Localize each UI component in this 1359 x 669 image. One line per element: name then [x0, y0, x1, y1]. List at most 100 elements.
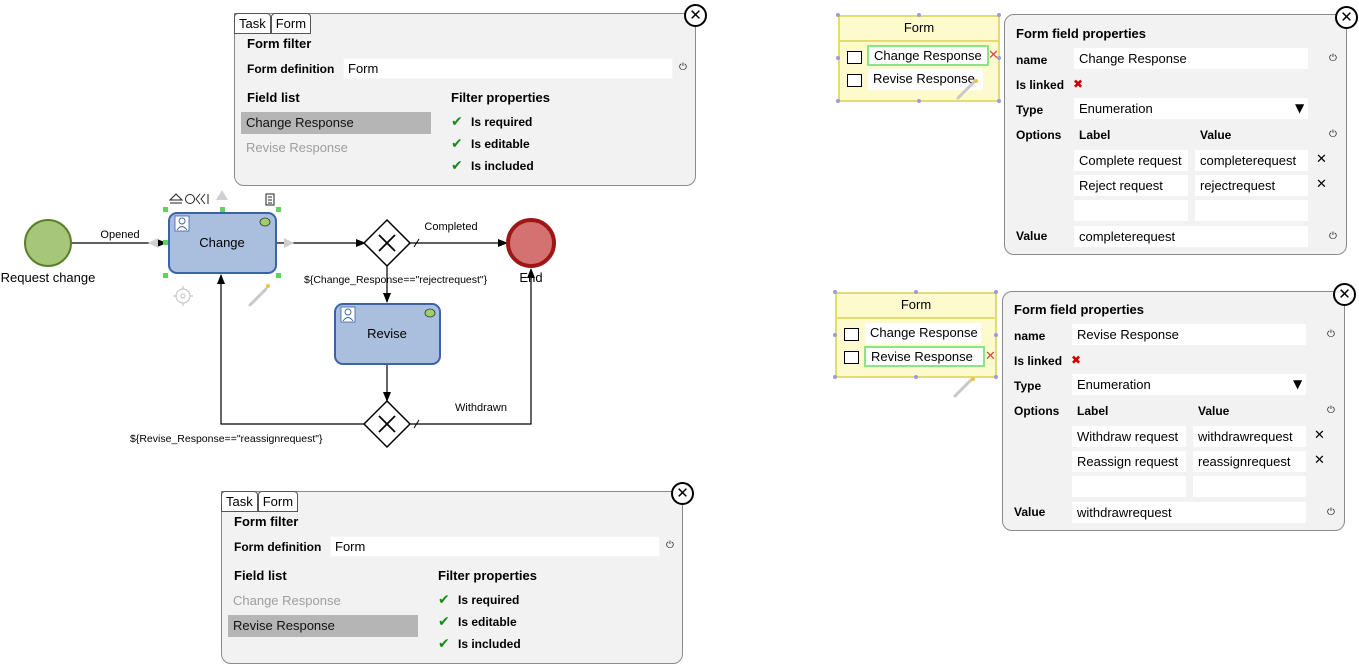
tab-task[interactable]: Task — [234, 13, 271, 34]
resize-handle[interactable] — [914, 290, 918, 294]
remove-option-icon[interactable]: ✕ — [1316, 177, 1327, 192]
check-icon: ✔ — [451, 158, 463, 174]
type-select[interactable]: Enumeration — [1072, 374, 1306, 395]
task-change-label: Change — [199, 235, 245, 250]
option-value-input[interactable]: completerequest — [1195, 150, 1308, 171]
flow-completed-label: Completed — [424, 221, 477, 233]
tab-form[interactable]: Form — [257, 491, 299, 512]
resize-handle[interactable] — [997, 99, 1001, 103]
form-definition-input[interactable]: Form — [343, 58, 673, 79]
field-item-revise-response[interactable]: Revise Response — [228, 615, 418, 637]
type-select[interactable]: Enumeration — [1074, 98, 1308, 119]
not-linked-icon[interactable]: ✖ — [1073, 77, 1084, 91]
close-icon[interactable]: ✕ — [1335, 6, 1358, 29]
settings-icon — [173, 286, 193, 306]
new-option-value-input[interactable] — [1193, 476, 1306, 497]
option-value-input[interactable]: rejectrequest — [1195, 175, 1308, 196]
form-item-change-response[interactable]: Change Response — [867, 45, 989, 66]
form-item-change-response[interactable]: Change Response — [865, 323, 981, 344]
panel-title: Form filter — [247, 36, 312, 51]
field-item-revise-response[interactable]: Revise Response — [246, 140, 348, 155]
close-icon[interactable]: ✕ — [684, 4, 707, 27]
resize-handle[interactable] — [914, 375, 918, 379]
resize-handle[interactable] — [836, 99, 840, 103]
wand-icon[interactable] — [952, 376, 976, 400]
remove-option-icon[interactable]: ✕ — [1314, 428, 1325, 443]
value-label: Value — [1016, 229, 1048, 243]
option-label-input[interactable]: Reject request — [1074, 175, 1188, 196]
power-icon[interactable]: ⏻ — [1327, 507, 1335, 518]
form-box-bottom[interactable]: Form Change Response Revise Response ✕ — [835, 292, 997, 378]
checkbox[interactable] — [844, 351, 859, 364]
power-icon[interactable]: ⏻ — [1329, 129, 1337, 140]
close-icon[interactable]: ✕ — [1333, 283, 1356, 306]
power-icon[interactable]: ⏻ — [1329, 231, 1337, 242]
tab-task[interactable]: Task — [221, 491, 258, 512]
panel-tabs: Task Form — [221, 491, 299, 512]
form-filter-panel-top: Task Form ✕ Form filter Form definition … — [234, 4, 707, 186]
options-column-value: Value — [1200, 128, 1232, 142]
checkbox[interactable] — [847, 74, 862, 87]
resize-handle[interactable] — [994, 290, 998, 294]
connector-arrows — [148, 190, 294, 248]
option-label-input[interactable]: Complete request — [1074, 150, 1188, 171]
field-item-change-response[interactable]: Change Response — [233, 593, 341, 608]
filter-properties-label: Filter properties — [451, 90, 550, 105]
resize-handle[interactable] — [836, 13, 840, 17]
form-item-revise-response[interactable]: Revise Response — [864, 346, 985, 367]
resize-handle[interactable] — [836, 56, 840, 60]
remove-option-icon[interactable]: ✕ — [1316, 152, 1327, 167]
resize-handle[interactable] — [833, 375, 837, 379]
task-change — [168, 212, 277, 274]
resize-handle[interactable] — [994, 375, 998, 379]
delete-icon[interactable]: ✕ — [985, 349, 996, 364]
new-option-label-input[interactable] — [1072, 476, 1186, 497]
value-input[interactable]: completerequest — [1074, 226, 1308, 247]
is-required-check[interactable]: ✔Is required — [451, 114, 533, 130]
checkbox[interactable] — [847, 51, 862, 64]
resize-handle[interactable] — [997, 13, 1001, 17]
name-input[interactable]: Revise Response — [1072, 324, 1306, 345]
power-icon[interactable]: ⏻ — [1327, 405, 1335, 416]
option-value-input[interactable]: withdrawrequest — [1193, 426, 1306, 447]
resize-handle[interactable] — [917, 99, 921, 103]
resize-handle[interactable] — [833, 333, 837, 337]
option-label-input[interactable]: Withdraw request — [1072, 426, 1186, 447]
is-editable-check[interactable]: ✔Is editable — [438, 614, 517, 630]
toolbar-icons — [168, 193, 275, 206]
field-list-label: Field list — [234, 568, 287, 583]
resize-handle[interactable] — [994, 333, 998, 337]
dropdown-arrow-icon[interactable]: ▼ — [1295, 101, 1305, 115]
remove-option-icon[interactable]: ✕ — [1314, 453, 1325, 468]
exclusive-gateway-1 — [362, 218, 412, 268]
is-editable-check[interactable]: ✔Is editable — [451, 136, 530, 152]
form-definition-input[interactable]: Form — [330, 536, 660, 557]
checkbox[interactable] — [844, 328, 859, 341]
panel-tabs: Task Form — [234, 13, 312, 34]
is-required-check[interactable]: ✔Is required — [438, 592, 520, 608]
resize-handle[interactable] — [997, 56, 1001, 60]
power-icon[interactable]: ⏻ — [1329, 53, 1337, 64]
wand-icon[interactable] — [955, 78, 979, 102]
form-item-revise-response[interactable]: Revise Response — [868, 69, 983, 90]
option-label-input[interactable]: Reassign request — [1072, 451, 1186, 472]
name-input[interactable]: Change Response — [1074, 48, 1308, 69]
power-icon[interactable]: ⏻ — [666, 540, 674, 551]
is-included-check[interactable]: ✔Is included — [438, 636, 521, 652]
power-icon[interactable]: ⏻ — [1327, 329, 1335, 340]
not-linked-icon[interactable]: ✖ — [1071, 353, 1082, 367]
is-included-check[interactable]: ✔Is included — [451, 158, 534, 174]
power-icon[interactable]: ⏻ — [679, 62, 687, 73]
new-option-label-input[interactable] — [1074, 200, 1188, 221]
value-input[interactable]: withdrawrequest — [1072, 502, 1306, 523]
field-item-change-response[interactable]: Change Response — [241, 112, 431, 134]
dropdown-arrow-icon[interactable]: ▼ — [1293, 377, 1303, 391]
is-linked-label: Is linked — [1014, 354, 1063, 368]
resize-handle[interactable] — [833, 290, 837, 294]
resize-handle[interactable] — [917, 13, 921, 17]
delete-icon[interactable]: ✕ — [988, 48, 999, 63]
close-icon[interactable]: ✕ — [671, 482, 694, 505]
tab-form[interactable]: Form — [270, 13, 312, 34]
new-option-value-input[interactable] — [1195, 200, 1308, 221]
option-value-input[interactable]: reassignrequest — [1193, 451, 1306, 472]
